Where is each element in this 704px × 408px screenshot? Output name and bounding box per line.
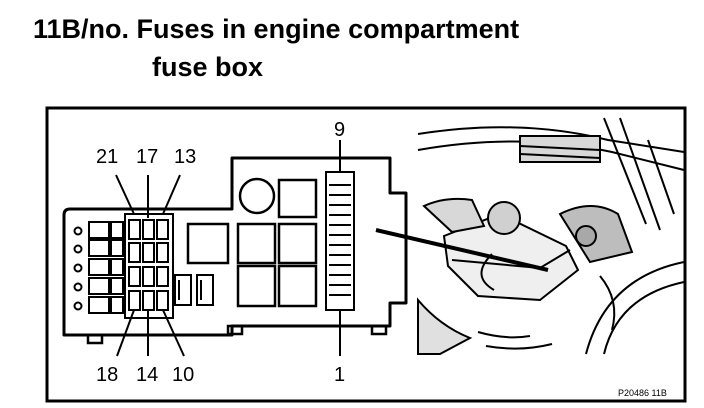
relay [277,222,318,265]
title-line-2: fuse box [152,52,264,82]
title-line-1: 11B/no. Fuses in engine compartment [33,14,520,44]
callout-1: 1 [334,364,345,386]
fuse-strip-1-9 [325,171,355,311]
relay [236,222,277,265]
fuse-block-10-21 [124,213,174,319]
leader-lines [115,140,341,357]
relay [277,178,318,219]
callout-10: 10 [172,364,194,386]
callout-17: 17 [136,146,158,168]
callout-13: 13 [174,146,196,168]
housing-hole [238,177,276,215]
callout-9: 9 [334,119,345,141]
relays [186,178,318,308]
callout-18: 18 [96,364,118,386]
callout-14: 14 [136,364,158,386]
figure-frame [45,106,687,403]
left-connectors [73,221,124,314]
housing-feet [86,324,388,345]
relay [236,264,277,308]
relay [277,264,318,308]
fuse-box-housing [62,156,408,337]
reference-code: P20486 11B [618,388,667,398]
callout-21: 21 [96,146,118,168]
relay [186,222,230,265]
small-relays [174,274,214,306]
engine-compartment-illustration [375,112,685,355]
